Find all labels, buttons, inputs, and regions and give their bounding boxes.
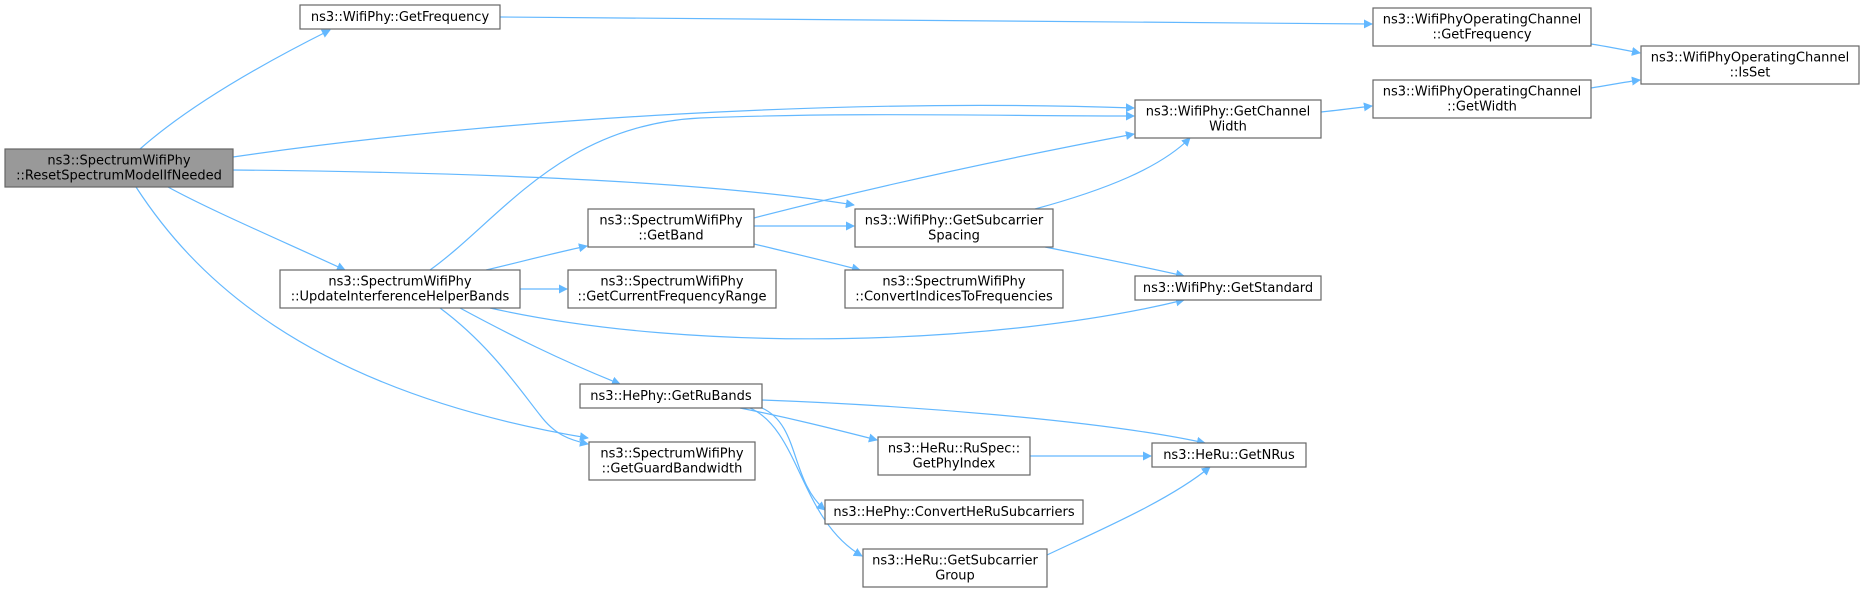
node-label: ::UpdateInterferenceHelperBands: [291, 290, 510, 305]
edge-swp_update-to-swp_guard: [439, 307, 589, 447]
edge-swp_getband-to-swp_convert: [753, 243, 861, 273]
node-heru_phyidx[interactable]: ns3::HeRu::RuSpec::GetPhyIndex: [877, 436, 1031, 476]
node-label: ns3::SpectrumWifiPhy: [599, 214, 742, 229]
edge-wp_getfreq-to-woc_getfreq: [499, 16, 1373, 29]
edge-reset-to-swp_guard: [135, 186, 589, 442]
node-box: [1640, 45, 1860, 85]
edge-reset-to-wp_getfreq: [139, 29, 331, 150]
edge-wp_getsubsp-to-wp_getchw: [1034, 137, 1191, 210]
node-wp_getstd[interactable]: ns3::WifiPhy::GetStandard: [1134, 275, 1322, 301]
edge-heru_subgroup-to-heru_getnrus: [1046, 466, 1211, 556]
node-box: [279, 269, 521, 309]
edge-swp_update-to-swp_getband: [485, 243, 588, 271]
node-box: [567, 269, 777, 309]
edge-he_getru-to-heru_subgroup: [749, 407, 863, 557]
node-box: [862, 548, 1048, 588]
edge-swp_getband-to-wp_getchw: [753, 131, 1135, 219]
node-swp_guard[interactable]: ns3::SpectrumWifiPhy::GetGuardBandwidth: [588, 441, 756, 481]
node-box: [854, 208, 1054, 248]
node-box: [824, 499, 1084, 525]
node-woc_getwidth[interactable]: ns3::WifiPhyOperatingChannel::GetWidth: [1372, 79, 1592, 119]
node-woc_getfreq[interactable]: ns3::WifiPhyOperatingChannel::GetFrequen…: [1372, 7, 1592, 47]
edges-layer: [135, 16, 1641, 557]
node-box: [588, 441, 756, 481]
nodes-layer: ns3::SpectrumWifiPhy::ResetSpectrumModel…: [4, 4, 1860, 588]
edge-he_getru-to-heru_phyidx: [739, 407, 878, 443]
node-label: ns3::SpectrumWifiPhy: [600, 447, 743, 462]
node-label: ns3::SpectrumWifiPhy: [328, 275, 471, 290]
edge-reset-to-wp_getchw: [232, 103, 1135, 158]
node-woc_isset[interactable]: ns3::WifiPhyOperatingChannel::IsSet: [1640, 45, 1860, 85]
node-label: ::GetBand: [638, 229, 703, 244]
edge-swp_update-to-he_getru: [459, 307, 621, 386]
node-label: ns3::HePhy::ConvertHeRuSubcarriers: [833, 505, 1075, 520]
node-wp_getfreq[interactable]: ns3::WifiPhy::GetFrequency: [299, 4, 501, 30]
node-label: ::GetFrequency: [1432, 28, 1531, 43]
edge-he_getru-to-heru_getnrus: [761, 399, 1206, 446]
node-label: ns3::WifiPhy::GetSubcarrier: [865, 214, 1044, 229]
node-label: ns3::SpectrumWifiPhy: [600, 275, 743, 290]
node-box: [299, 4, 501, 30]
node-box: [844, 269, 1064, 309]
node-reset[interactable]: ns3::SpectrumWifiPhy::ResetSpectrumModel…: [4, 148, 234, 188]
node-label: ::GetCurrentFrequencyRange: [577, 290, 766, 305]
node-box: [579, 383, 763, 409]
node-box: [4, 148, 234, 188]
node-label: ns3::WifiPhyOperatingChannel: [1383, 13, 1582, 28]
node-label: Group: [935, 569, 975, 584]
node-swp_convert[interactable]: ns3::SpectrumWifiPhy::ConvertIndicesToFr…: [844, 269, 1064, 309]
node-label: ::ConvertIndicesToFrequencies: [855, 290, 1053, 305]
node-label: ns3::WifiPhyOperatingChannel: [1651, 51, 1850, 66]
node-swp_getband[interactable]: ns3::SpectrumWifiPhy::GetBand: [587, 208, 755, 248]
node-label: ::GetWidth: [1447, 100, 1517, 115]
node-label: ns3::WifiPhy::GetStandard: [1143, 281, 1313, 296]
edge-swp_update-to-wp_getchw: [429, 111, 1135, 271]
node-label: ::ResetSpectrumModelIfNeeded: [16, 169, 222, 184]
edge-wp_getchw-to-woc_getwidth: [1320, 102, 1373, 113]
node-label: Spacing: [928, 229, 980, 244]
edge-reset-to-swp_update: [167, 186, 346, 271]
node-heru_getnrus[interactable]: ns3::HeRu::GetNRus: [1151, 442, 1307, 468]
node-he_convert[interactable]: ns3::HePhy::ConvertHeRuSubcarriers: [824, 499, 1084, 525]
node-label: ns3::HeRu::GetNRus: [1163, 448, 1295, 463]
edge-swp_update-to-wp_getstd: [489, 297, 1185, 340]
node-label: ns3::SpectrumWifiPhy: [47, 154, 190, 169]
edge-he_getru-to-he_convert: [761, 407, 826, 511]
node-swp_update[interactable]: ns3::SpectrumWifiPhy::UpdateInterference…: [279, 269, 521, 309]
node-label: ns3::HePhy::GetRuBands: [590, 389, 752, 404]
node-box: [1151, 442, 1307, 468]
edge-woc_getfreq-to-woc_isset: [1590, 43, 1641, 56]
node-label: ns3::WifiPhy::GetFrequency: [311, 10, 490, 25]
node-label: ns3::SpectrumWifiPhy: [882, 275, 1025, 290]
node-label: ns3::HeRu::RuSpec::: [888, 442, 1020, 457]
node-box: [587, 208, 755, 248]
node-box: [877, 436, 1031, 476]
node-swp_getcfr[interactable]: ns3::SpectrumWifiPhy::GetCurrentFrequenc…: [567, 269, 777, 309]
edge-reset-to-wp_getsubsp: [232, 169, 855, 209]
node-box: [1134, 99, 1322, 139]
node-he_getru[interactable]: ns3::HePhy::GetRuBands: [579, 383, 763, 409]
node-label: ::IsSet: [1730, 66, 1771, 81]
edge-wp_getsubsp-to-wp_getstd: [1044, 246, 1185, 279]
node-box: [1372, 79, 1592, 119]
node-label: ::GetGuardBandwidth: [602, 462, 743, 477]
node-box: [1134, 275, 1322, 301]
node-label: Width: [1209, 120, 1247, 135]
node-label: ns3::WifiPhy::GetChannel: [1146, 105, 1311, 120]
node-box: [1372, 7, 1592, 47]
node-label: ns3::HeRu::GetSubcarrier: [872, 554, 1038, 569]
node-label: GetPhyIndex: [913, 457, 996, 472]
edge-woc_getwidth-to-woc_isset: [1590, 76, 1641, 89]
node-label: ns3::WifiPhyOperatingChannel: [1383, 85, 1582, 100]
